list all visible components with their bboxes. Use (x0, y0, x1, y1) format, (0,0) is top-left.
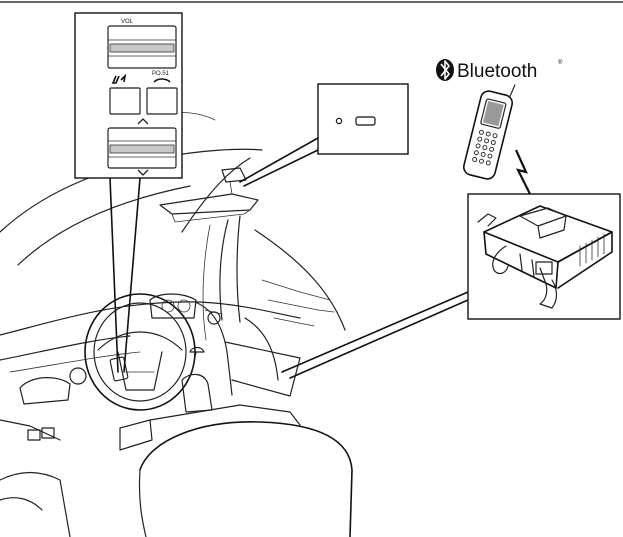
volume-down-switch[interactable] (107, 127, 177, 169)
registered-mark: ® (558, 59, 563, 66)
chevron-up-icon (137, 118, 149, 125)
steering-switch-panel: VOL PO.51 (74, 12, 183, 179)
vol-label: VOL (121, 19, 134, 25)
volume-up-switch[interactable] (107, 25, 177, 69)
bluetooth-control-unit-icon (477, 205, 613, 309)
phone-talk-icon (111, 73, 127, 84)
phone-hangup-icon (153, 78, 171, 83)
cellular-phone-icon (462, 84, 516, 180)
microphone-icon (335, 116, 376, 126)
control-unit-panel (467, 193, 621, 320)
chevron-down-icon (137, 169, 149, 176)
bluetooth-icon (436, 59, 454, 81)
microphone-panel (317, 83, 409, 155)
hangup-button[interactable]: PO.51 (146, 71, 178, 115)
talk-button[interactable] (109, 73, 141, 115)
hangup-label: PO.51 (152, 71, 170, 77)
callout-leaders (109, 137, 469, 379)
bluetooth-logo: Bluetooth ® (436, 59, 563, 82)
bluetooth-label: Bluetooth (457, 61, 537, 82)
vehicle-interior-illustration (0, 111, 353, 537)
